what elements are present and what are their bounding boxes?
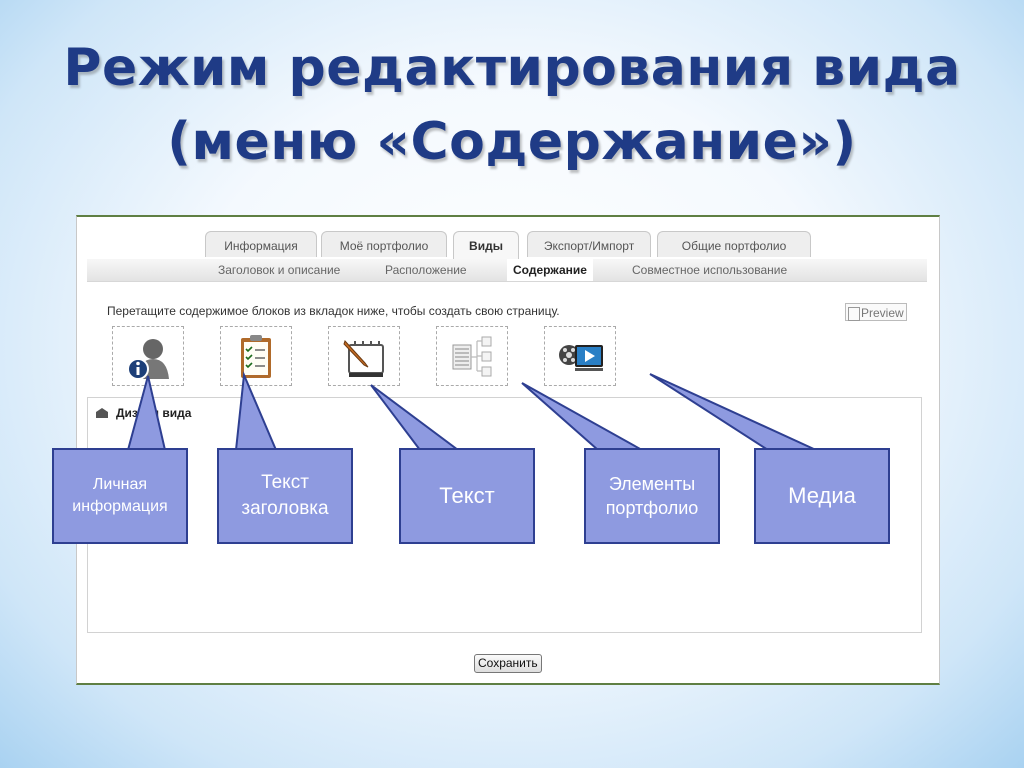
block-heading-text[interactable]	[220, 326, 292, 386]
slide-title-line2: (меню «Содержание»)	[167, 112, 857, 172]
tab-shared-portfolio[interactable]: Общие портфолио	[657, 231, 811, 257]
callout-personal-info: Личная информация	[52, 448, 188, 544]
block-media[interactable]	[544, 326, 616, 386]
design-view-icon	[96, 408, 108, 418]
instruction-text: Перетащите содержимое блоков из вкладок …	[107, 304, 560, 318]
block-personal-info[interactable]	[112, 326, 184, 386]
subtab-layout[interactable]: Расположение	[385, 263, 467, 277]
design-title: Дизайн вида	[116, 406, 192, 420]
callout-heading-text: Текст заголовка	[217, 448, 353, 544]
block-text[interactable]	[328, 326, 400, 386]
preview-label: Preview	[861, 306, 904, 320]
preview-button[interactable]: Preview	[845, 303, 907, 321]
subtab-title-description[interactable]: Заголовок и описание	[218, 263, 341, 277]
tab-export-import[interactable]: Экспорт/Импорт	[527, 231, 651, 257]
tab-information[interactable]: Информация	[205, 231, 317, 257]
save-button[interactable]: Сохранить	[474, 654, 542, 673]
callout-text: Текст	[399, 448, 535, 544]
callout-portfolio-elements: Элементы портфолио	[584, 448, 720, 544]
media-film-icon	[559, 345, 603, 371]
slide-title-line1: Режим редактирования вида	[63, 38, 961, 98]
tab-views[interactable]: Виды	[453, 231, 519, 259]
broken-image-icon	[848, 306, 860, 321]
notepad-pencil-icon	[343, 340, 384, 377]
clipboard-checklist-icon	[241, 335, 271, 378]
subtab-content[interactable]: Содержание	[507, 259, 593, 281]
callout-media: Медиа	[754, 448, 890, 544]
personal-info-icon	[127, 339, 169, 380]
portfolio-elements-icon	[452, 336, 492, 377]
subtab-bar: Заголовок и описание Расположение Содерж…	[87, 259, 927, 282]
tab-my-portfolio[interactable]: Моё портфолио	[321, 231, 447, 257]
block-portfolio-elements[interactable]	[436, 326, 508, 386]
subtab-sharing[interactable]: Совместное использование	[632, 263, 788, 277]
